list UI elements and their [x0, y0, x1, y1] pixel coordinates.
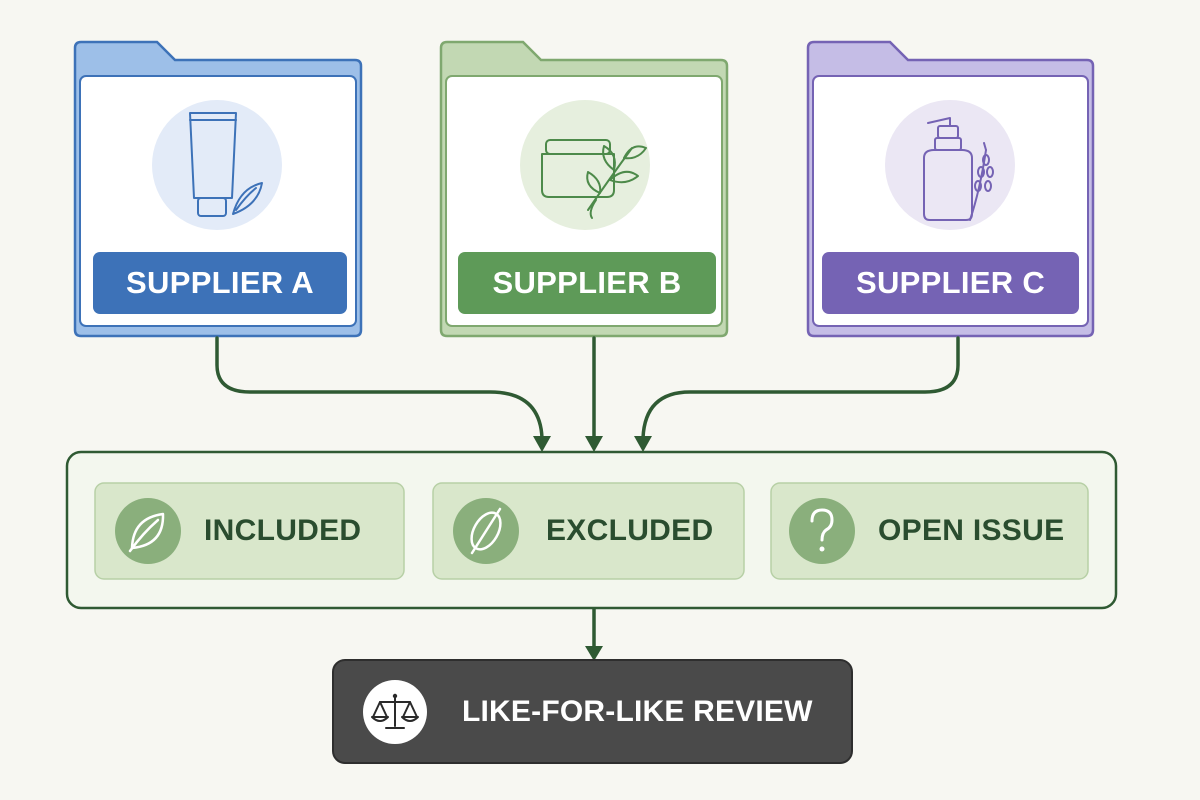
jar-with-branch-icon	[541, 139, 647, 219]
category-open-issue-label: OPEN ISSUE	[878, 514, 1065, 547]
question-mark-icon	[789, 498, 855, 564]
supplier-c-label: SUPPLIER C	[822, 252, 1079, 314]
category-excluded-label: EXCLUDED	[546, 514, 714, 547]
tube-with-leaf-icon	[189, 112, 263, 217]
review-box	[332, 659, 853, 764]
category-included-box	[94, 482, 405, 580]
category-open-issue-box	[770, 482, 1089, 580]
scales-icon	[363, 680, 427, 744]
connector-arrowheads	[533, 436, 652, 661]
supplier-b-label: SUPPLIER B	[458, 252, 716, 314]
leaf-icon	[115, 498, 181, 564]
category-excluded-box	[432, 482, 745, 580]
crossed-leaf-icon	[453, 498, 519, 564]
category-included-label: INCLUDED	[204, 514, 362, 547]
pump-bottle-with-lavender-icon	[923, 117, 994, 221]
connector-lines	[215, 336, 960, 652]
supplier-a-label: SUPPLIER A	[93, 252, 347, 314]
review-label: LIKE-FOR-LIKE REVIEW	[462, 695, 813, 728]
